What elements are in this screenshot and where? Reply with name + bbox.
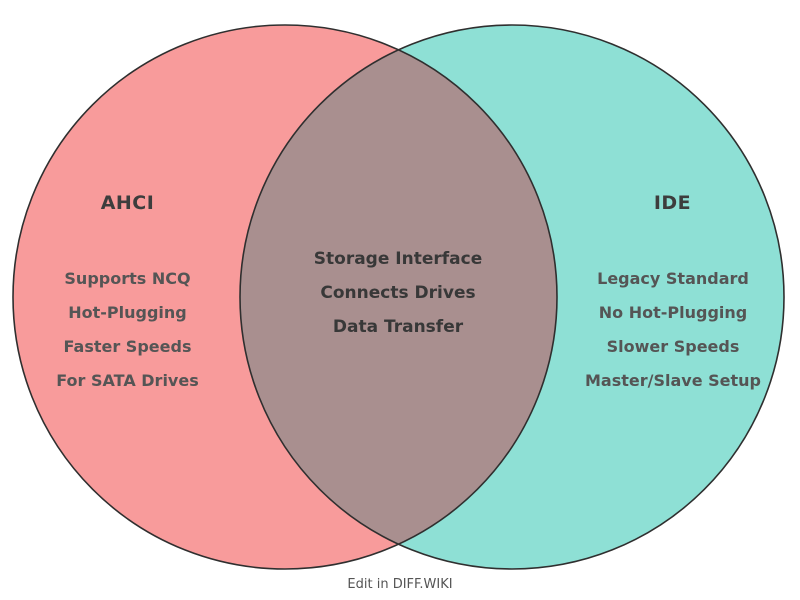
shared-item: Connects Drives <box>320 283 476 303</box>
ahci-item: Supports NCQ <box>64 269 191 288</box>
ide-item: Slower Speeds <box>606 337 740 356</box>
ide-item: Legacy Standard <box>597 269 749 288</box>
ide-item: Master/Slave Setup <box>585 371 761 390</box>
ahci-title: AHCI <box>100 192 155 214</box>
shared-item-list: Storage Interface Connects Drives Data T… <box>288 242 508 344</box>
shared-item: Data Transfer <box>332 317 464 337</box>
ide-circle-outline <box>239 24 785 570</box>
ide-title: IDE <box>653 192 692 214</box>
ahci-item: Hot-Plugging <box>68 303 187 322</box>
ahci-item: Faster Speeds <box>63 337 192 356</box>
ahci-item: For SATA Drives <box>56 371 199 390</box>
ide-item: No Hot-Plugging <box>598 303 748 322</box>
ahci-circle-outline <box>12 24 558 570</box>
shared-item: Storage Interface <box>313 249 483 269</box>
ahci-item-list: Supports NCQ Hot-Plugging Faster Speeds … <box>20 262 235 398</box>
edit-link[interactable]: Edit in DIFF.WIKI <box>347 577 453 592</box>
ide-item-list: Legacy Standard No Hot-Plugging Slower S… <box>558 262 788 398</box>
overlap-region <box>240 25 557 569</box>
